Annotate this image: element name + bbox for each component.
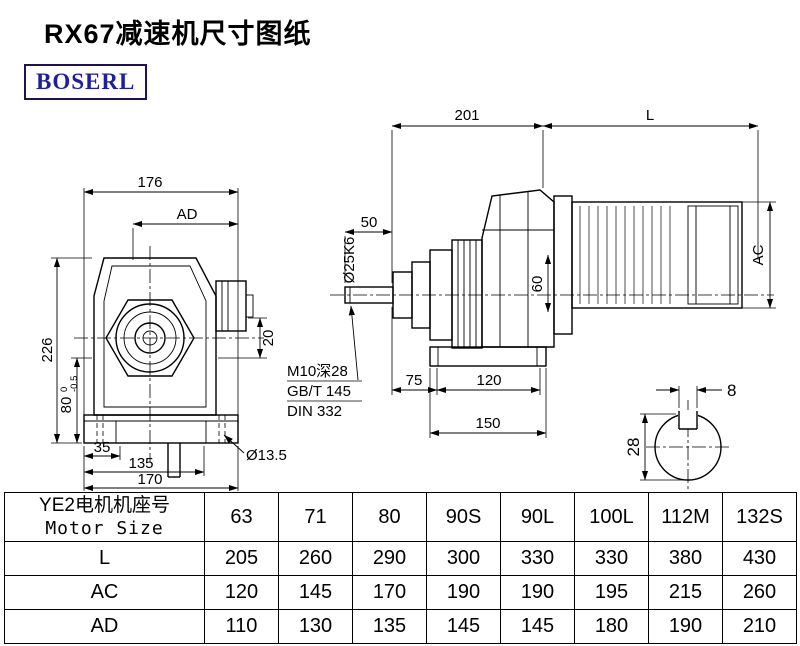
motor-size-header-en: Motor Size [45,518,164,539]
dim-80-tol-lower: -0.5 [69,376,80,392]
dim-170: 170 [137,471,162,488]
dim-28: 28 [624,438,643,457]
dim-60: 60 [529,276,546,293]
motor-size-header-cn: YE2电机机座号 [39,495,170,516]
side-box [215,280,247,332]
front-view: 176 AD 226 80 0 -0.5 20 35 1 [39,174,287,492]
row-label-ad: AD [4,609,205,644]
table-cell: 260 [278,541,353,576]
table-cell: 190 [500,575,575,610]
table-cell: 210 [722,609,797,644]
dim-ad: AD [177,206,198,223]
table-cell: 110 [204,609,279,644]
foot-right [205,420,239,444]
table-cell: 330 [574,541,649,576]
table-cell: 170 [352,575,427,610]
col-header-132s: 132S [722,492,797,542]
table-cell: 205 [204,541,279,576]
col-header-90l: 90L [500,492,575,542]
col-header-100l: 100L [574,492,649,542]
dim-80: 80 [58,397,75,414]
dim-201: 201 [454,107,479,124]
motor-size-header: YE2电机机座号 Motor Size [4,492,205,542]
table-cell: 135 [352,609,427,644]
table-cell: 180 [574,609,649,644]
dimension-table: YE2电机机座号 Motor Size 63 71 80 90S 90L 100… [4,492,797,644]
table-cell: 380 [648,541,723,576]
gear-housing [481,189,555,348]
thread-note-line1: M10深28 [287,363,348,380]
table-cell: 145 [500,609,575,644]
table-cell: 215 [648,575,723,610]
col-header-112m: 112M [648,492,723,542]
table-header-row: YE2电机机座号 Motor Size 63 71 80 90S 90L 100… [4,492,797,542]
shaft-section: 8 28 [624,381,736,490]
col-header-80: 80 [352,492,427,542]
dim-226: 226 [39,337,56,362]
table-cell: 300 [426,541,501,576]
thread-note-line2: GB/T 145 [287,383,351,400]
table-cell: 260 [722,575,797,610]
table-cell: 130 [278,609,353,644]
table-row-ac: AC 120 145 170 190 190 195 215 260 [4,575,797,610]
boserl-logo-text: BOSERL [36,69,136,94]
col-header-71: 71 [278,492,353,542]
table-cell: 430 [722,541,797,576]
dim-key-width: 8 [727,381,736,400]
dim-50: 50 [361,214,378,231]
table-cell: 145 [426,609,501,644]
table-cell: 290 [352,541,427,576]
thread-note-line3: DIN 332 [287,403,342,420]
table-cell: 330 [500,541,575,576]
dim-75: 75 [406,372,423,389]
dim-35: 35 [94,439,111,456]
table-cell: 120 [204,575,279,610]
foot-left [83,420,117,444]
dim-120: 120 [476,372,501,389]
dim-135: 135 [128,455,153,472]
dim-ac: AC [750,244,767,265]
table-cell: 195 [574,575,649,610]
dim-hole-diameter: Ø13.5 [246,447,287,464]
dim-l: L [646,107,654,124]
motor-body [571,201,743,309]
housing-outline [93,257,217,416]
col-header-90s: 90S [426,492,501,542]
col-header-63: 63 [204,492,279,542]
side-view: 201 L 50 Ø25K6 60 AC M10深28 GB/T 145 DIN… [287,107,776,438]
table-cell: 145 [278,575,353,610]
dim-176: 176 [137,174,162,191]
table-cell: 190 [648,609,723,644]
table-row-l: L 205 260 290 300 330 330 380 430 [4,541,797,576]
dim-80-tol-upper: 0 [59,387,70,392]
dim-shaft-diameter: Ø25K6 [341,237,358,284]
row-label-ac: AC [4,575,205,610]
dim-20: 20 [260,330,277,347]
row-label-l: L [4,541,205,576]
dim-150: 150 [475,415,500,432]
boserl-logo: BOSERL [24,64,148,100]
table-cell: 190 [426,575,501,610]
motor-flange [553,195,573,335]
fan-cowl [687,205,739,305]
page-title: RX67减速机尺寸图纸 [44,19,312,49]
mounting-base [429,346,547,367]
technical-drawing: 176 AD 226 80 0 -0.5 20 35 1 [39,107,776,492]
table-row-ad: AD 110 130 135 145 145 180 190 210 [4,609,797,644]
